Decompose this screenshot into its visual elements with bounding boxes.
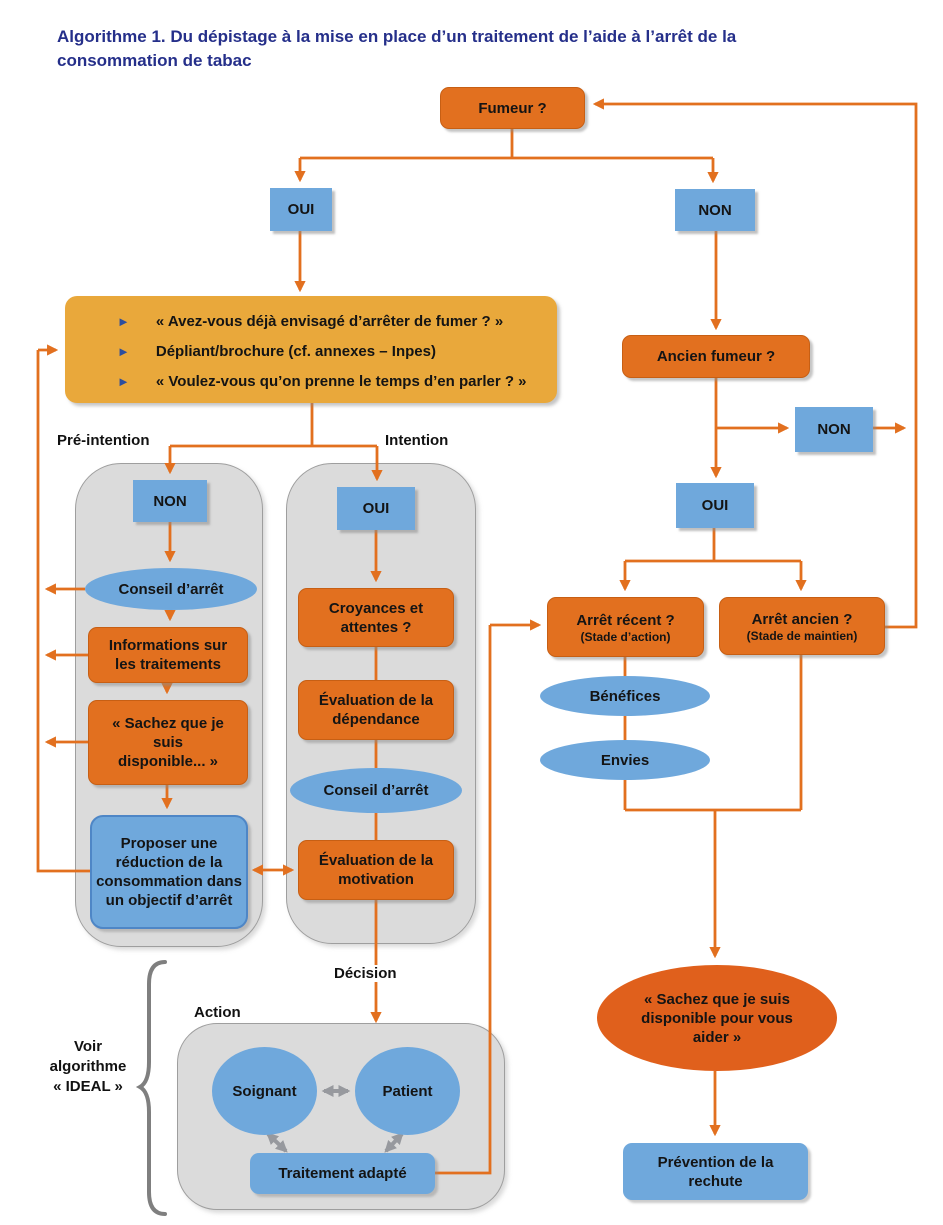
node-non-top: NON (675, 189, 755, 231)
node-ancien-fumeur: Ancien fumeur ? (622, 335, 810, 378)
engage-dialogue-box: ► « Avez-vous déjà envisagé d’arrêter de… (65, 296, 557, 403)
node-non-pre-intention: NON (133, 480, 207, 522)
label-intention: Intention (385, 432, 449, 449)
node-envies: Envies (540, 740, 710, 780)
arret-recent-title: Arrêt récent ? (576, 611, 675, 629)
node-soignant: Soignant (212, 1047, 317, 1135)
label-decision: Décision (331, 965, 400, 982)
node-oui-intention: OUI (337, 487, 415, 530)
label-voir-algorithme-ideal: Voir algorithme « IDEAL » (49, 1038, 127, 1095)
node-sachez-aider: « Sachez que je suis disponible pour vou… (597, 965, 837, 1071)
bullet-triangle-icon: ► (117, 314, 130, 329)
node-croyances-attentes: Croyances et attentes ? (298, 588, 454, 647)
list-item: ► « Voulez-vous qu’on prenne le temps d’… (117, 371, 537, 392)
node-non-ancien: NON (795, 407, 873, 452)
orange-wires (36, 98, 918, 1175)
gray-double-arrows (266, 1085, 404, 1153)
arret-ancien-title: Arrêt ancien ? (751, 610, 853, 628)
arret-ancien-stade: (Stade de maintien) (746, 628, 858, 643)
node-informations-traitements: Informations sur les traitements (88, 627, 248, 683)
node-oui-ancien: OUI (676, 483, 754, 528)
bullet-text: « Voulez-vous qu’on prenne le temps d’en… (155, 373, 527, 390)
node-patient: Patient (355, 1047, 460, 1135)
node-sachez-disponible: « Sachez que je suis disponible... » (88, 700, 248, 785)
node-fumeur: Fumeur ? (440, 87, 585, 129)
node-benefices: Bénéfices (540, 676, 710, 716)
node-prevention-rechute: Prévention de la rechute (623, 1143, 808, 1200)
bullet-triangle-icon: ► (117, 374, 130, 389)
node-conseil-arret-2: Conseil d’arrêt (290, 768, 462, 813)
label-pre-intention: Pré-intention (57, 432, 150, 449)
engage-bullet-list: ► « Avez-vous déjà envisagé d’arrêter de… (65, 296, 557, 392)
label-action: Action (194, 1004, 241, 1021)
node-arret-recent: Arrêt récent ? (Stade d’action) (547, 597, 704, 657)
node-arret-ancien: Arrêt ancien ? (Stade de maintien) (719, 597, 885, 655)
node-traitement-adapte: Traitement adapté (250, 1153, 435, 1194)
node-evaluation-dependance: Évaluation de la dépendance (298, 680, 454, 740)
bullet-text: « Avez-vous déjà envisagé d’arrêter de f… (155, 313, 504, 330)
bullet-text: Dépliant/brochure (cf. annexes – Inpes) (155, 343, 436, 360)
node-proposer-reduction: Proposer une réduction de la consommatio… (90, 815, 248, 929)
node-oui-top: OUI (270, 188, 332, 231)
arret-recent-stade: (Stade d’action) (580, 629, 671, 644)
list-item: ► Dépliant/brochure (cf. annexes – Inpes… (117, 341, 537, 362)
node-evaluation-motivation: Évaluation de la motivation (298, 840, 454, 900)
list-item: ► « Avez-vous déjà envisagé d’arrêter de… (117, 311, 537, 332)
node-conseil-arret: Conseil d’arrêt (85, 568, 257, 610)
bullet-triangle-icon: ► (117, 344, 130, 359)
page-title: Algorithme 1. Du dépistage à la mise en … (57, 27, 737, 70)
ideal-brace (135, 960, 167, 1216)
